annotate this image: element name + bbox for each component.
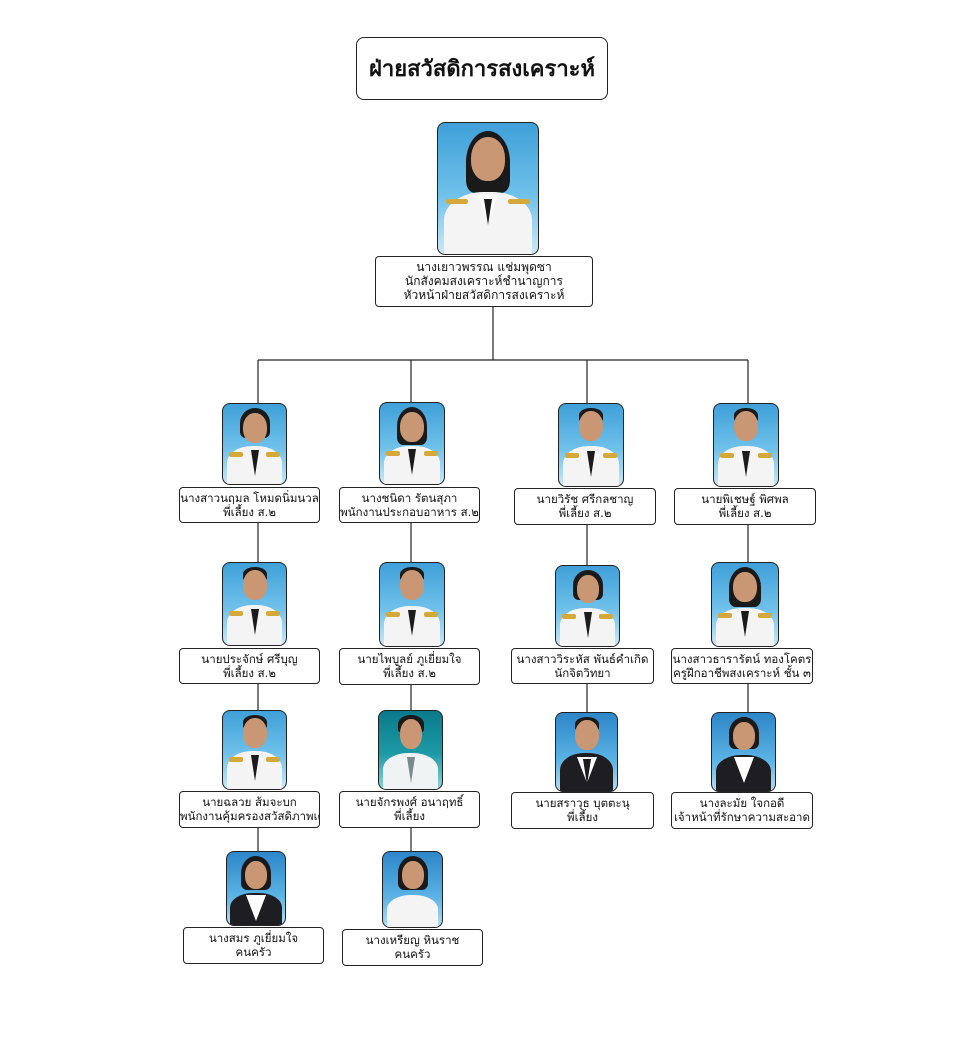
staff-photo: [379, 562, 445, 647]
staff-label: นางละมัย ใจกอดี เจ้าหน้าที่รักษาความสะอา…: [671, 792, 813, 829]
staff-role: พนักงานประกอบอาหาร ส.๒: [340, 505, 479, 519]
staff-role: ครูฝึกอาชีพสงเคราะห์ ชั้น ๓: [673, 666, 811, 680]
staff-photo: [222, 403, 287, 485]
head-position: นักสังคมสงเคราะห์ชำนาญการ: [405, 274, 563, 288]
staff-role: นักจิตวิทยา: [554, 666, 611, 680]
staff-name: นายพิเชษฐ์ พิศพล: [701, 492, 789, 506]
staff-name: นายสราวุธ บุตตะนุ: [535, 796, 630, 810]
staff-photo: [382, 851, 443, 928]
staff-photo: [226, 851, 286, 926]
staff-label: นายพิเชษฐ์ พิศพล พี่เลี้ยง ส.๒: [674, 488, 816, 525]
staff-role: พี่เลี้ยง: [567, 810, 598, 824]
staff-role: พี่เลี้ยง ส.๒: [558, 506, 612, 520]
staff-photo: [555, 565, 620, 647]
staff-role: พี่เลี้ยง ส.๒: [223, 505, 276, 519]
staff-name: นายจักรพงศ์ อนาฤทธิ์: [355, 795, 464, 809]
staff-photo: [713, 403, 779, 487]
staff-label: นางสาวธารารัตน์ ทองโคตร ครูฝึกอาชีพสงเคร…: [671, 648, 813, 684]
staff-label: นายฉลวย ส้มจะบก พนักงานคุ้มครองสวัสดิภาพ…: [179, 791, 320, 828]
staff-role: พนักงานคุ้มครองสวัสดิภาพเด็ก: [180, 809, 320, 823]
staff-label: นายสราวุธ บุตตะนุ พี่เลี้ยง: [511, 792, 654, 829]
staff-name: นางสาวนฤมล โหมดนิ่มนวล: [180, 491, 319, 505]
staff-photo: [558, 403, 624, 487]
staff-name: นายฉลวย ส้มจะบก: [202, 795, 297, 809]
staff-role: เจ้าหน้าที่รักษาความสะอาด: [673, 810, 810, 824]
staff-label: นางสาวนฤมล โหมดนิ่มนวล พี่เลี้ยง ส.๒: [179, 487, 320, 523]
staff-photo: [555, 712, 618, 792]
staff-role: พี่เลี้ยง ส.๒: [718, 506, 772, 520]
staff-name: นางสมร ภูเยี่ยมใจ: [208, 931, 299, 945]
staff-photo: [222, 710, 287, 790]
staff-label: นางสาววิระหัส พันธ์คำเกิด นักจิตวิทยา: [511, 648, 654, 684]
staff-label: นางเหรียญ หินราช คนครัว: [342, 929, 483, 966]
staff-label: นายประจักษ์ ศรีบุญ พี่เลี้ยง ส.๒: [179, 648, 320, 684]
staff-photo: [378, 710, 443, 790]
staff-name: นางสาวธารารัตน์ ทองโคตร: [672, 652, 812, 666]
staff-role: พี่เลี้ยง ส.๒: [223, 666, 276, 680]
staff-name: นางเหรียญ หินราช: [365, 933, 460, 947]
staff-photo: [222, 562, 287, 646]
staff-label: นางสมร ภูเยี่ยมใจ คนครัว: [183, 927, 324, 964]
chart-title: ฝ่ายสวัสดิการสงเคราะห์: [356, 37, 608, 100]
staff-label: นายไพบูลย์ ภูเยี่ยมใจ พี่เลี้ยง ส.๒: [339, 648, 480, 685]
staff-photo: [711, 562, 779, 647]
staff-role: พี่เลี้ยง: [394, 809, 425, 823]
staff-name: นางละมัย ใจกอดี: [699, 796, 785, 810]
staff-label: นายวิรัช ศรีกลชาญ พี่เลี้ยง ส.๒: [514, 488, 656, 525]
staff-role: คนครัว: [235, 945, 272, 959]
head-label: นางเยาวพรรณ แช่มพุดซา นักสังคมสงเคราะห์ช…: [375, 256, 593, 307]
staff-photo: [711, 712, 776, 792]
staff-name: นางสาววิระหัส พันธ์คำเกิด: [516, 652, 649, 666]
head-name: นางเยาวพรรณ แช่มพุดซา: [416, 260, 552, 274]
head-role: หัวหน้าฝ่ายสวัสดิการสงเคราะห์: [403, 288, 565, 302]
staff-name: นายวิรัช ศรีกลชาญ: [536, 492, 634, 506]
staff-photo: [379, 402, 445, 485]
staff-name: นายไพบูลย์ ภูเยี่ยมใจ: [357, 652, 462, 666]
staff-name: นางชนิดา รัตนสุภา: [361, 491, 458, 505]
head-photo: [437, 122, 539, 255]
staff-role: พี่เลี้ยง ส.๒: [383, 666, 436, 680]
staff-role: คนครัว: [394, 947, 431, 961]
staff-label: นางชนิดา รัตนสุภา พนักงานประกอบอาหาร ส.๒: [339, 487, 480, 523]
staff-name: นายประจักษ์ ศรีบุญ: [201, 652, 298, 666]
staff-label: นายจักรพงศ์ อนาฤทธิ์ พี่เลี้ยง: [339, 791, 480, 828]
